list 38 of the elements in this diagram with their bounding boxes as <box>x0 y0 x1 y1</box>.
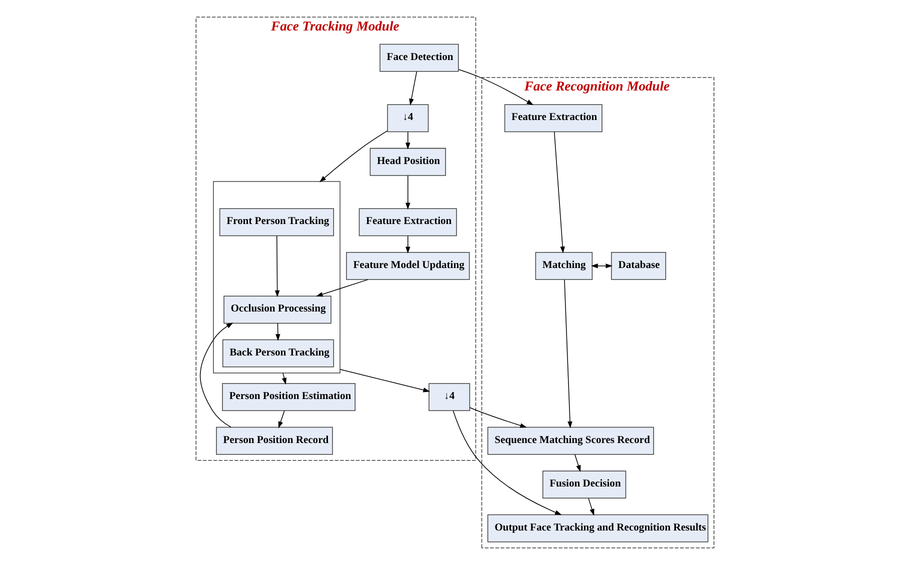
arrow <box>452 410 562 516</box>
arrow <box>315 279 368 297</box>
node-box: Feature Model Updating <box>346 252 470 280</box>
arrow <box>564 279 572 428</box>
arrow <box>405 175 410 210</box>
node-box: Front Person Tracking <box>218 208 334 236</box>
arrow <box>458 69 533 106</box>
arrow <box>339 369 430 392</box>
arrow <box>588 498 594 516</box>
node-box: Fusion Decision <box>542 470 626 498</box>
node-box: ↓4 <box>386 104 428 132</box>
node-box: Output Face Tracking and Recognition Results <box>486 514 708 542</box>
arrow <box>405 131 410 150</box>
arrow <box>275 322 280 341</box>
node-box: ↓4 <box>428 383 470 412</box>
node-box: Feature Extraction <box>358 208 456 236</box>
arrow <box>553 132 564 254</box>
node-box: Person Position Record <box>216 426 332 455</box>
arrow <box>278 410 284 428</box>
node-box: Matching <box>534 252 592 280</box>
node-box: Occlusion Processing <box>223 296 331 324</box>
cluster <box>212 181 340 374</box>
arrow <box>199 322 233 428</box>
node-box: Back Person Tracking <box>222 339 334 368</box>
node-box: Face Detection <box>379 44 458 72</box>
node-box: Head Position <box>369 148 446 176</box>
node-box: Feature Extraction <box>504 104 602 132</box>
arrow <box>405 235 410 254</box>
node-box: Person Position Estimation <box>222 383 355 412</box>
arrow <box>574 454 580 472</box>
arrow <box>281 372 286 385</box>
node-box: Database <box>610 252 666 280</box>
arrow <box>318 130 388 182</box>
node-box: Sequence Matching Scores Record <box>486 426 654 455</box>
arrow <box>274 236 280 298</box>
arrow <box>590 264 612 268</box>
arrow <box>469 407 526 428</box>
arrow <box>408 71 417 106</box>
